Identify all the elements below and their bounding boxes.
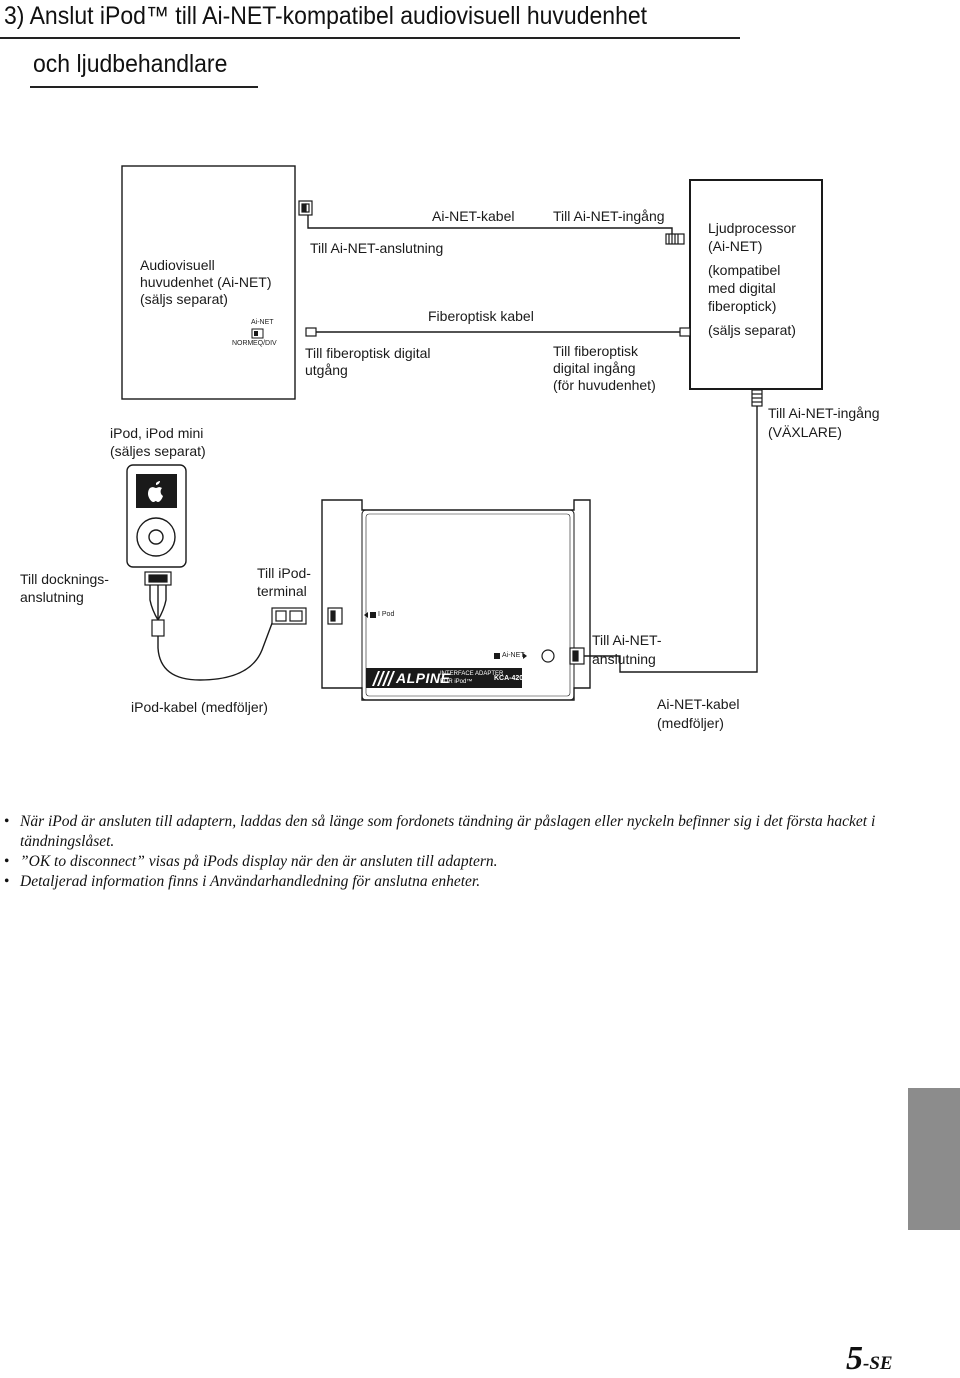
ainet-switch-label: Ai-NET [251,319,274,326]
section-heading-line2: och ljudbehandlare [33,50,228,78]
page-number: 5-SE [846,1340,893,1377]
head-unit-label: Audiovisuell huvudenhet (Ai-NET) (säljs … [140,257,272,307]
chapter-side-tab [908,1088,960,1230]
to-ainet-input-label: Till Ai-NET-ingång [553,208,665,224]
adapter-brand: ALPINE [396,670,451,686]
switch-norm-label: NORM [232,340,254,347]
changer-input-label: Till Ai-NET-ingång (VÄXLARE) [768,405,880,440]
adapter-description-line2: FOR iPod™ [440,679,473,685]
ainet-cable-label: Ai-NET-kabel [432,208,515,224]
ipod-label: iPod, iPod mini (säljes separat) [110,425,206,459]
adapter-ipod-port-label: I Pod [378,611,395,618]
note-item: •När iPod är ansluten till adaptern, lad… [4,813,876,850]
dock-connection-label: Till docknings- anslutning [20,571,109,605]
heading-rule-top [0,37,740,39]
ainet-cable-supplied-label: Ai-NET-kabel (medföljer) [657,696,740,731]
processor-label: Ljudprocessor (Ai-NET) (kompatibel med d… [708,220,796,338]
fiber-input-label: Till fiberoptisk digital ingång (för huv… [553,343,656,393]
adapter-ainet-port-label: Ai-NET [502,652,525,659]
adapter-ainet-connection-label: Till Ai-NET- anslutning [592,632,662,667]
switch-eq-label: EQ/DIV [253,340,277,347]
fiber-output-label: Till fiberoptisk digital utgång [305,345,431,378]
adapter-model: KCA-420i [494,675,526,682]
adapter-brand-bar [366,668,522,688]
section-heading-line1: 3) Anslut iPod™ till Ai-NET-kompatibel a… [4,2,648,30]
to-ainet-connection-label: Till Ai-NET-anslutning [310,240,444,256]
connection-diagram [121,165,823,701]
fiber-cable-label: Fiberoptisk kabel [428,308,534,324]
ipod-device [126,464,187,568]
head-unit-box [121,165,296,400]
note-item: •”OK to disconnect” visas på iPods displ… [4,853,498,870]
ipod-terminal-label: Till iPod- terminal [257,565,311,599]
processor-box [689,179,823,390]
notes-list: •När iPod är ansluten till adaptern, lad… [4,812,904,892]
adapter-description-line1: INTERFACE ADAPTER [440,671,504,677]
heading-rule-bottom [30,86,258,88]
note-item: •Detaljerad information finns i Användar… [4,873,481,890]
ipod-cable-label: iPod-kabel (medföljer) [131,699,268,715]
